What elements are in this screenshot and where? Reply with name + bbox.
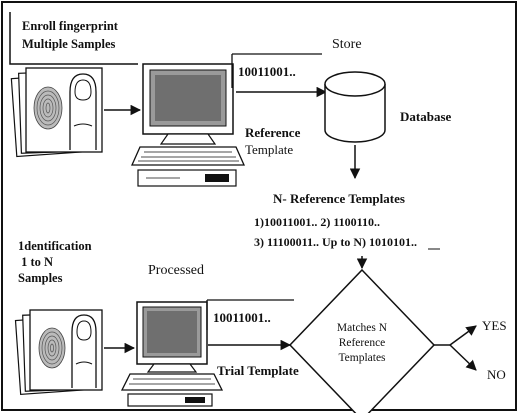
n-reference-templates-title: N- Reference Templates [273,191,405,206]
identification-line1: 1dentification [18,239,92,253]
reference-code: 10011001.. [238,64,296,79]
enroll-title-line2: Multiple Samples [22,37,116,51]
reference-computer-icon [130,63,246,187]
trial-code-box: 10011001.. [206,299,294,330]
enroll-title-line1: Enroll fingerprint [22,19,119,33]
templates-list-line1: 1)10011001.. 2) 1100110.. [254,215,380,229]
reference-code-box: 10011001.. [231,53,322,88]
enroll-fingerprint-stack-icon [10,67,103,158]
decision-diamond [288,268,436,413]
store-label: Store [332,37,362,52]
trial-computer-icon [120,301,224,407]
reference-template-line1: Reference [245,125,301,140]
thumb-icon [69,73,97,150]
reference-template-line2: Template [245,142,293,157]
database-icon [324,71,386,143]
identification-line3: Samples [18,271,63,285]
no-label: NO [487,367,506,382]
enroll-title-box: Enroll fingerprint Multiple Samples [9,12,138,65]
arrow-no [449,344,477,371]
arrow-yes [449,325,477,346]
identification-fingerprint-stack-icon [14,309,103,395]
trial-template-label: Trial Template [217,363,299,378]
decision-line1: Matches N [337,322,388,334]
database-label: Database [400,109,452,124]
decision-line3: Templates [338,352,386,364]
identification-line2: 1 to N [18,255,53,269]
trial-code: 10011001.. [213,310,271,325]
decision-line2: Reference [339,337,386,349]
fingerprint-icon [33,86,63,130]
templates-list-line2: 3) 11100011.. Up to N) 1010101.. [254,235,417,249]
thumb-icon [71,314,97,388]
yes-label: YES [482,318,507,333]
fingerprint-icon [38,327,66,369]
processed-label: Processed [148,263,204,278]
